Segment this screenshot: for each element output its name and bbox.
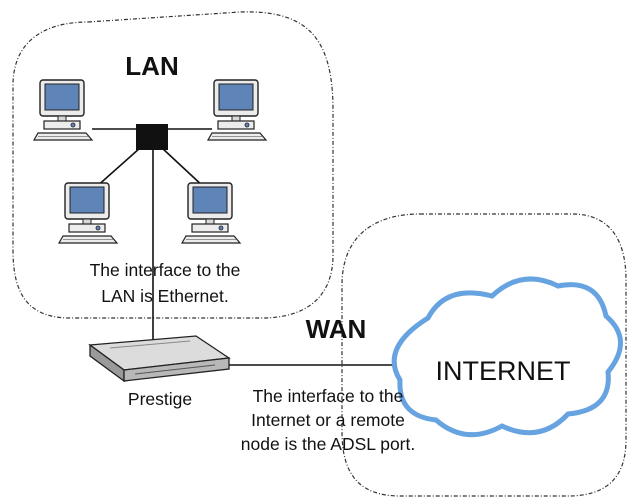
lan-zone-boundary bbox=[12, 11, 334, 319]
wan-zone-boundary bbox=[341, 213, 627, 497]
lan-cabling bbox=[92, 128, 212, 342]
lan-computer-top-right-icon bbox=[207, 79, 267, 141]
wan-heading: WAN bbox=[306, 314, 367, 344]
internet-label: INTERNET bbox=[436, 356, 571, 386]
lan-caption-line-1: The interface to the bbox=[90, 260, 241, 280]
router-label: Prestige bbox=[128, 389, 192, 409]
prestige-router-icon bbox=[88, 335, 231, 383]
wan-caption-line-2: Internet or a remote bbox=[251, 410, 405, 430]
wan-caption-line-1: The interface to the bbox=[253, 386, 404, 406]
wan-caption-line-3: node is the ADSL port. bbox=[241, 434, 415, 454]
lan-caption-line-2: LAN is Ethernet. bbox=[101, 286, 228, 306]
internet-cloud-icon bbox=[391, 276, 623, 438]
lan-computer-bottom-right-icon bbox=[181, 182, 241, 244]
lan-computer-top-left-icon bbox=[33, 79, 93, 141]
hub-icon bbox=[136, 124, 168, 150]
lan-computer-bottom-left-icon bbox=[58, 182, 118, 244]
lan-heading: LAN bbox=[125, 51, 178, 81]
